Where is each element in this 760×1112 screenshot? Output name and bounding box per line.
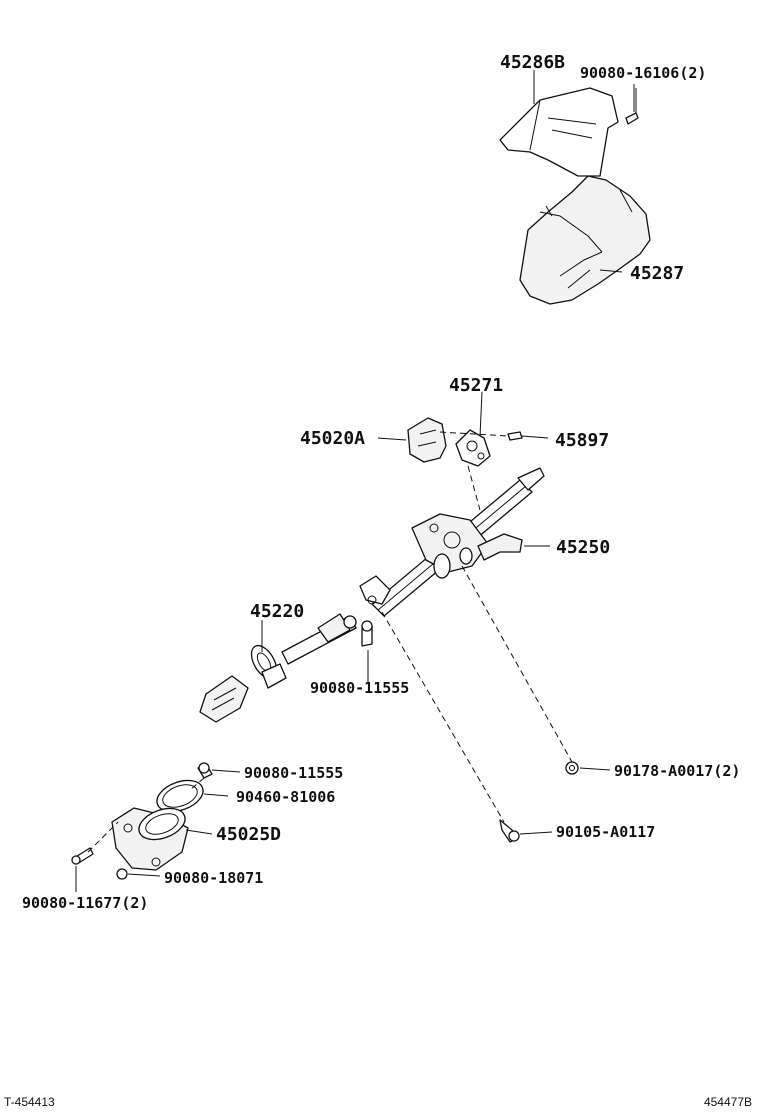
- bolt-90105-A0117-icon: [499, 819, 520, 843]
- label-45287: 45287: [630, 263, 684, 284]
- lower-column-cover: [519, 175, 651, 305]
- part-labels: 45286B 90080-16106(2) 45287 45271 45020A…: [22, 52, 740, 912]
- label-90080-18071: 90080-18071: [164, 869, 263, 887]
- label-90105-A0117: 90105-A0117: [556, 823, 655, 841]
- nut-90178-A0017-icon: [565, 761, 579, 775]
- footer-right-code: 454477B: [704, 1095, 752, 1109]
- label-45897: 45897: [555, 430, 609, 451]
- label-90080-11555-b: 90080-11555: [244, 764, 343, 782]
- assembly-lines: [87, 431, 573, 853]
- leader-lines: [75, 70, 635, 892]
- bolt-shaft-icon: [361, 620, 373, 647]
- screw-upper-icon: [625, 88, 639, 125]
- bracket-45020A: [407, 417, 447, 463]
- footer-left-code: T-454413: [4, 1095, 55, 1109]
- pin-45897-icon: [507, 431, 523, 441]
- label-45220: 45220: [250, 601, 304, 622]
- hole-cover-45025D: [111, 807, 189, 871]
- ring-90460-81006-icon: [156, 779, 204, 813]
- label-90080-11677: 90080-11677(2): [22, 894, 148, 912]
- label-90178-A0017: 90178-A0017(2): [614, 762, 740, 780]
- upper-column-cover: [499, 87, 619, 177]
- intermediate-shaft: [199, 613, 357, 723]
- steering-column: [359, 467, 545, 617]
- label-90080-11555-a: 90080-11555: [310, 679, 409, 697]
- bolt-90080-11555-icon: [197, 762, 213, 779]
- label-45271: 45271: [449, 375, 503, 396]
- label-45286B: 45286B: [500, 52, 565, 73]
- label-45250: 45250: [556, 537, 610, 558]
- label-45020A: 45020A: [300, 428, 365, 449]
- label-90460-81006: 90460-81006: [236, 788, 335, 806]
- label-45025D: 45025D: [216, 824, 281, 845]
- bracket-45271: [455, 429, 491, 467]
- label-90080-16106: 90080-16106(2): [580, 64, 706, 82]
- nut-90080-18071-icon: [116, 868, 128, 880]
